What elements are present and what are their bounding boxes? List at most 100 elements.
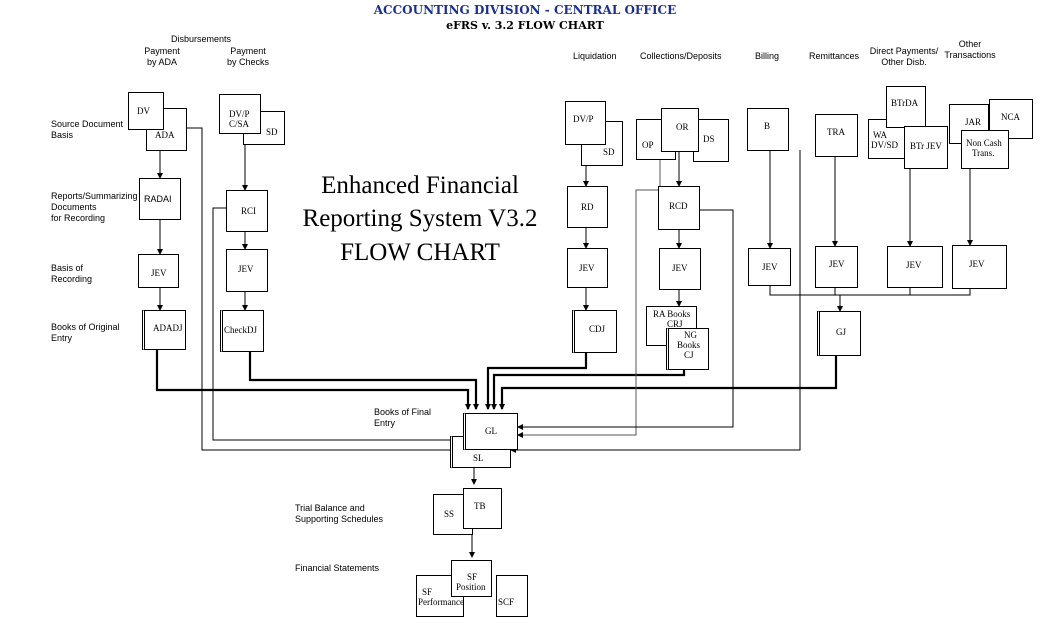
row-books-original-l2: Entry (51, 333, 73, 343)
box-sf-position-l2: Position (456, 582, 486, 592)
box-dv: DV (128, 92, 164, 130)
box-jev-bill-label: JEV (762, 262, 778, 272)
box-jev-other-label: JEV (969, 259, 985, 269)
box-jev-bill: JEV (748, 248, 791, 286)
box-wa-l1: WA (873, 130, 887, 140)
box-sf-position-l1: SF (467, 572, 478, 582)
line-ngbooks-gl (491, 370, 686, 410)
row-basis-recording-l2: Recording (51, 274, 93, 284)
box-cdj: CDJ (572, 310, 617, 353)
row-basis-recording: Basis of Recording (51, 263, 92, 285)
box-scf-label: SCF (498, 597, 515, 607)
box-wa: WA DV/SD (868, 119, 909, 159)
box-tb-label: TB (474, 501, 486, 511)
merge-jev-line (769, 286, 971, 296)
box-checkdj-label: CheckDJ (224, 325, 257, 335)
box-gl: GL (463, 413, 518, 450)
box-or: OR (661, 108, 699, 152)
line-checkdj-gl (248, 352, 479, 410)
line-adadj-gl (155, 350, 471, 410)
box-sd-checks-label: SD (266, 127, 278, 137)
row-reports-l1: Reports/Summarizing (51, 191, 138, 201)
box-jev-liq: JEV (567, 248, 608, 288)
header-subtitle: eFRS v. 3.2 FLOW CHART (446, 19, 604, 32)
box-btrjev-label: BTr JEV (910, 141, 942, 151)
col-other-transactions-l1: Other (958, 39, 982, 49)
box-b: B (747, 108, 789, 151)
col-payment-ada-l1: Payment (144, 46, 180, 56)
box-op-label: OP (642, 140, 654, 150)
box-sf-performance-l2: Performance (418, 597, 464, 607)
col-direct-payments-l2: Other Disb. (881, 57, 927, 67)
line-billing-sl (510, 150, 801, 453)
box-cdj-label: CDJ (589, 324, 606, 334)
line-ada-sl (187, 127, 456, 453)
box-rcd: RCD (658, 186, 700, 230)
box-gl-label: GL (485, 426, 497, 436)
row-reports: Reports/Summarizing Documents for Record… (51, 191, 138, 224)
big-title-line-3: FLOW CHART (340, 239, 500, 266)
box-radai-label: RADAI (144, 194, 172, 204)
box-jev-checks-label: JEV (238, 264, 254, 274)
line-op-gl (517, 160, 661, 438)
row-trial-balance-l1: Trial Balance and (295, 503, 365, 513)
box-noncash-l2: Trans. (972, 148, 995, 158)
box-ss-label: SS (444, 509, 455, 519)
box-rci-label: RCI (241, 206, 257, 216)
box-ng-books-l1: NG (684, 330, 697, 340)
col-payment-ada-l2: by ADA (146, 57, 177, 67)
box-btrda: BTrDA (886, 86, 926, 128)
box-jev-ada-label: JEV (151, 268, 167, 278)
box-ng-books-l3: CJ (684, 350, 694, 360)
row-books-final-l1: Books of Final (374, 407, 432, 417)
row-books-original-l1: Books of Original (51, 322, 120, 332)
row-books-final-l2: Entry (374, 418, 396, 428)
box-sd-liq-label: SD (603, 147, 615, 157)
row-trial-balance: Trial Balance and Supporting Schedules (295, 503, 383, 525)
row-basis-recording-l1: Basis of (51, 263, 84, 273)
box-rci: RCI (226, 190, 268, 232)
box-jev-other: JEV (952, 245, 1007, 289)
header-title: ACCOUNTING DIVISION - CENTRAL OFFICE (373, 3, 677, 17)
line-rcd-gl (517, 209, 734, 430)
col-other-transactions-l2: Transactions (944, 50, 996, 60)
box-ra-books-l1: RA Books (653, 309, 691, 319)
row-financial-statements: Financial Statements (295, 563, 380, 573)
box-sl-label: SL (473, 453, 484, 463)
box-ds: DS (693, 119, 729, 162)
box-jev-direct: JEV (887, 246, 943, 288)
col-direct-payments: Direct Payments/ Other Disb. (864, 46, 944, 68)
box-adadj: ADADJ (142, 310, 186, 350)
big-title-line-2: Reporting System V3.2 (302, 205, 538, 232)
box-csa-label: C/SA (229, 119, 250, 129)
box-tra: TRA (815, 114, 858, 157)
box-jev-ada: JEV (138, 254, 179, 288)
col-payment-checks-l2: by Checks (226, 57, 270, 67)
box-rd: RD (567, 186, 608, 228)
box-dv-label: DV (137, 106, 150, 116)
box-gj-label: GJ (836, 327, 847, 337)
box-gj: GJ (817, 311, 861, 356)
box-rd-label: RD (581, 202, 594, 212)
box-adadj-label: ADADJ (153, 323, 183, 333)
row-source-document-l2: Basis (51, 130, 74, 140)
box-dvp-liq-label: DV/P (573, 114, 594, 124)
box-ada-label: ADA (155, 130, 175, 140)
box-btrda-label: BTrDA (891, 98, 919, 108)
box-scf: SCF (496, 575, 528, 617)
big-title-line-1: Enhanced Financial (321, 172, 519, 199)
row-source-document: Source Document Basis (51, 119, 123, 141)
row-books-final: Books of Final Entry (374, 407, 431, 429)
col-remittances: Remittances (809, 51, 860, 61)
col-payment-checks-l1: Payment (230, 46, 266, 56)
box-dvp-label: DV/P (229, 109, 250, 119)
col-billing: Billing (755, 51, 780, 61)
box-jev-coll: JEV (659, 248, 701, 290)
row-books-original: Books of Original Entry (51, 322, 120, 344)
col-payment-checks: Payment by Checks (218, 46, 278, 68)
box-ra-books-l2: CRJ (667, 319, 683, 329)
box-nca-label: NCA (1001, 112, 1021, 122)
col-collections: Collections/Deposits (640, 51, 722, 61)
